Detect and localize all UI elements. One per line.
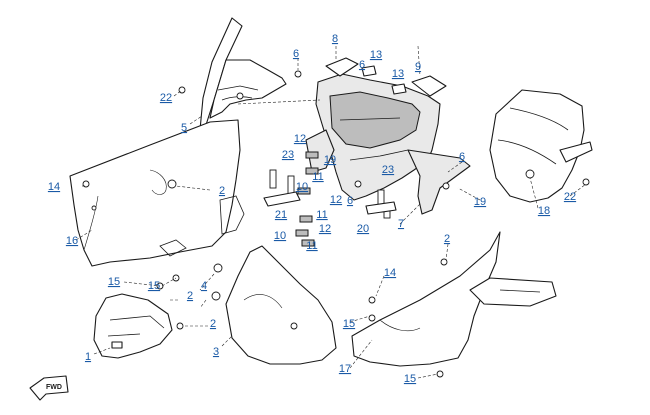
callout-14[interactable]: 14 [384,267,396,279]
callout-6[interactable]: 6 [359,59,365,71]
callout-12[interactable]: 12 [294,133,306,145]
callout-23[interactable]: 23 [282,149,294,161]
callout-18[interactable]: 18 [538,205,550,217]
callout-1[interactable]: 1 [85,351,91,363]
callout-4[interactable]: 4 [201,280,207,292]
callout-15[interactable]: 15 [108,276,120,288]
callout-15[interactable]: 15 [343,318,355,330]
callout-23[interactable]: 23 [382,164,394,176]
callout-12[interactable]: 12 [330,194,342,206]
fastener-hardware [82,70,590,378]
callout-11[interactable]: 11 [316,209,327,221]
callout-20[interactable]: 20 [357,223,369,235]
callout-13[interactable]: 13 [370,49,382,61]
callout-12[interactable]: 12 [319,223,331,235]
callout-2[interactable]: 2 [444,233,450,245]
callout-2[interactable]: 2 [219,185,225,197]
callout-19[interactable]: 19 [474,196,486,208]
callout-2[interactable]: 2 [187,290,193,302]
callout-10[interactable]: 10 [274,230,286,242]
right-side-cover-part [351,231,557,367]
callout-11[interactable]: 11 [312,171,323,183]
callout-22[interactable]: 22 [564,191,576,203]
callout-7[interactable]: 7 [398,218,404,230]
callout-6[interactable]: 6 [459,151,465,163]
forward-marker-label: FWD [46,384,62,391]
headlight-cover-part [489,89,593,203]
callout-14[interactable]: 14 [48,181,60,193]
callout-21[interactable]: 21 [275,209,287,221]
callout-5[interactable]: 5 [181,122,187,134]
callout-9[interactable]: 9 [415,61,421,73]
callout-15[interactable]: 15 [148,280,160,292]
callout-8[interactable]: 8 [332,33,338,45]
callout-17[interactable]: 17 [339,363,351,375]
callout-19[interactable]: 19 [324,154,336,166]
lower-inner-cover-part [225,245,337,365]
callout-11[interactable]: 11 [306,240,317,252]
callout-6[interactable]: 6 [347,195,353,207]
callout-22[interactable]: 22 [160,92,172,104]
callout-16[interactable]: 16 [66,235,78,247]
instrument-housing-part [305,73,471,215]
callout-10[interactable]: 10 [296,181,308,193]
callouts: 1 2 2 2 2 3 4 5 6 6 6 6 7 8 9 10 10 11 1… [48,33,576,385]
forward-direction-arrow-icon: FWD [29,375,69,401]
left-side-cover-part [69,119,245,267]
leader-lines [75,45,587,379]
front-spoiler-part [93,293,173,359]
callout-15[interactable]: 15 [404,373,416,385]
callout-13[interactable]: 13 [392,68,404,80]
callout-6[interactable]: 6 [293,48,299,60]
callout-3[interactable]: 3 [213,346,219,358]
windshield-part [199,17,287,131]
mirror-mount-pads-part [325,57,447,97]
callout-2[interactable]: 2 [210,318,216,330]
